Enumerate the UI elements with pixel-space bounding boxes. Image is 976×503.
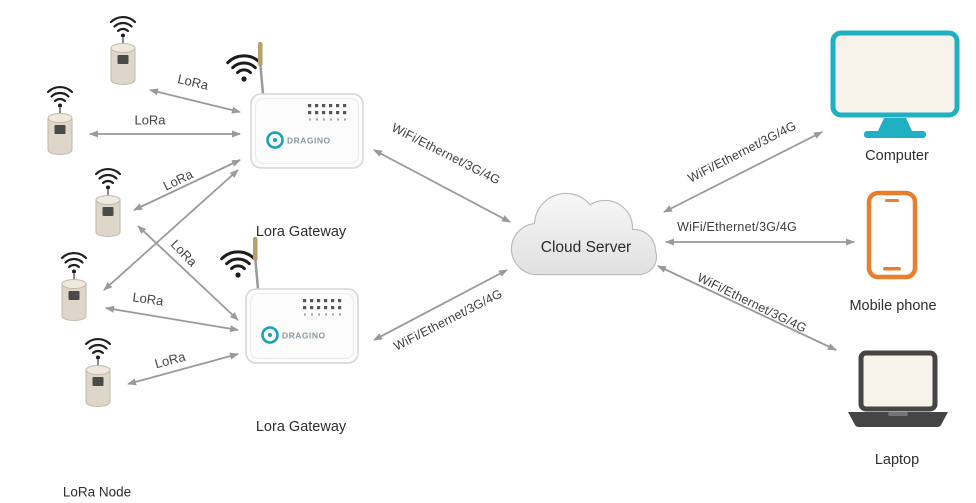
lora-node-icon-3 (94, 167, 122, 238)
lora-node-icon-1 (109, 15, 137, 86)
arrow-lora-7 (127, 352, 239, 386)
label-lora-2: LoRa (134, 112, 166, 128)
arrow-cloud-laptop (657, 265, 837, 351)
arrow-gateway2-cloud (373, 269, 508, 341)
lora-node-icon-5 (84, 337, 112, 408)
computer-icon (830, 30, 960, 138)
label-laptop: Laptop (874, 452, 920, 468)
lora-gateway-icon-1 (249, 40, 365, 170)
wifi-signal-icon-1 (226, 54, 262, 84)
label-wan-mobile: WiFi/Ethernet/3G/4G (677, 220, 797, 234)
arrow-lora-5 (103, 169, 239, 291)
label-mobile-phone: Mobile phone (849, 298, 937, 314)
cloud-server-label: Cloud Server (541, 239, 631, 256)
laptop-icon (848, 350, 948, 427)
arrow-layer (89, 88, 855, 386)
label-lora-gateway-2: Lora Gateway (255, 419, 347, 435)
arrow-lora-6 (105, 305, 239, 333)
label-lora-gateway-1: Lora Gateway (255, 224, 347, 240)
label-lora-node: LoRa Node (62, 484, 132, 500)
wifi-signal-icon-2 (220, 250, 256, 280)
arrow-lora-1 (149, 88, 241, 114)
arrow-gateway1-cloud (373, 149, 511, 223)
mobile-phone-icon (866, 190, 918, 280)
label-computer: Computer (865, 148, 929, 164)
lora-gateway-icon-2 (244, 235, 360, 365)
lora-node-icon-2 (46, 85, 74, 156)
arrow-cloud-computer (663, 131, 823, 213)
cloud-server-icon: Cloud Server (510, 192, 658, 276)
lora-node-icon-4 (60, 251, 88, 322)
